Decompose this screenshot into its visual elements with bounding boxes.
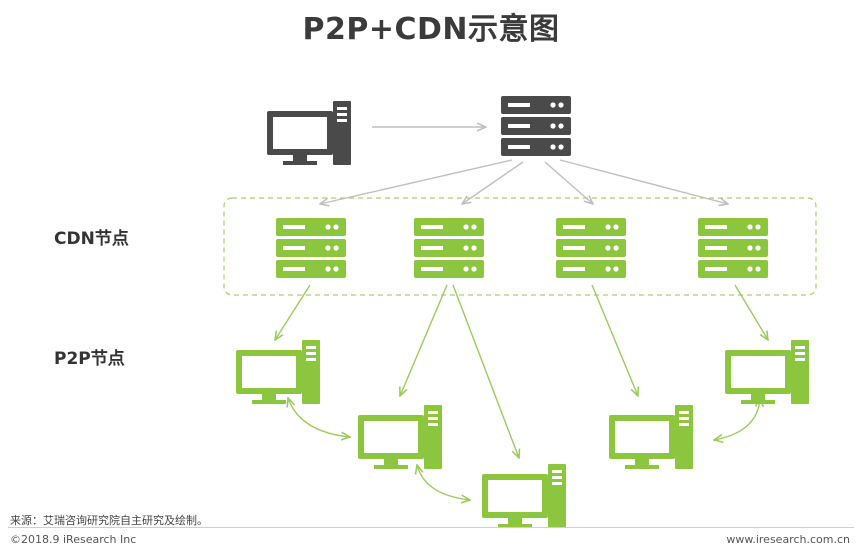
cdn-node-2-server-icon	[414, 218, 484, 278]
p2p-node-3-computer-icon	[482, 464, 566, 528]
cdn-region-border	[223, 197, 817, 296]
cdn-node-label: CDN节点	[54, 229, 129, 249]
p2p1-p2p2-link	[288, 398, 350, 437]
p2p-node-4-computer-icon	[609, 405, 693, 469]
cdn2-to-p2p2-arrow	[400, 284, 448, 396]
website-link[interactable]: www.iresearch.com.cn	[726, 533, 850, 546]
origin-to-cdn2-arrow	[462, 161, 524, 204]
source-note: 来源：艾瑞咨询研究院自主研究及绘制。	[10, 514, 208, 527]
cdn-node-4-server-icon	[698, 218, 768, 278]
p2p5-p2p4-link	[714, 398, 760, 440]
page-title: P2P+CDN示意图	[302, 12, 560, 47]
origin-to-cdn1-arrow	[320, 159, 513, 204]
cdn-node-1-server-icon	[276, 218, 346, 278]
p2p-node-1-computer-icon	[236, 340, 320, 404]
cdn3-to-p2p4-arrow	[591, 284, 638, 396]
cdn1-to-p2p1-arrow	[275, 284, 311, 340]
cdn-node-3-server-icon	[556, 218, 626, 278]
p2p-node-5-computer-icon	[725, 340, 809, 404]
origin-arrows	[320, 127, 728, 204]
p2p2-p2p3-link	[417, 465, 470, 500]
origin-server-icon	[501, 96, 571, 156]
origin-to-cdn4-arrow	[559, 159, 728, 204]
copyright-text: ©2018.9 iResearch Inc	[10, 533, 137, 546]
client-computer-icon	[267, 101, 351, 165]
p2p-node-label: P2P节点	[54, 349, 125, 369]
p2p-arrows	[275, 284, 768, 500]
cdn4-to-p2p5-arrow	[734, 284, 768, 340]
origin-to-cdn3-arrow	[544, 161, 593, 204]
p2p-node-2-computer-icon	[358, 405, 442, 469]
cdn2-to-p2p3-arrow	[452, 284, 519, 458]
footer-divider	[8, 527, 854, 528]
